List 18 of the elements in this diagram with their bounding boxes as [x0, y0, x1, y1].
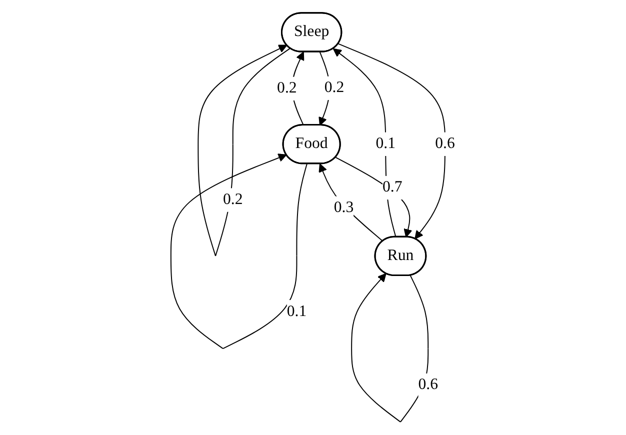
arrow: [198, 44, 291, 256]
arrow: [338, 43, 446, 240]
arrow: [351, 273, 429, 422]
arrow: [292, 52, 304, 126]
edge-label: 0.7: [382, 178, 402, 196]
edge-label: 0.6: [435, 135, 455, 152]
arrow: [170, 154, 308, 350]
arrow: [335, 156, 412, 238]
arrow: [318, 52, 330, 126]
edge-label: 0.2: [277, 80, 297, 96]
arrow: [318, 164, 384, 242]
edge-label: 0.3: [334, 199, 354, 216]
edge-label: 0.2: [223, 191, 243, 208]
edge-label: 0.1: [376, 135, 396, 152]
arrow: [333, 48, 396, 238]
edge-label: 0.1: [286, 303, 307, 320]
edge-label: 0.2: [324, 79, 344, 96]
edge-label: 0.6: [418, 376, 438, 394]
